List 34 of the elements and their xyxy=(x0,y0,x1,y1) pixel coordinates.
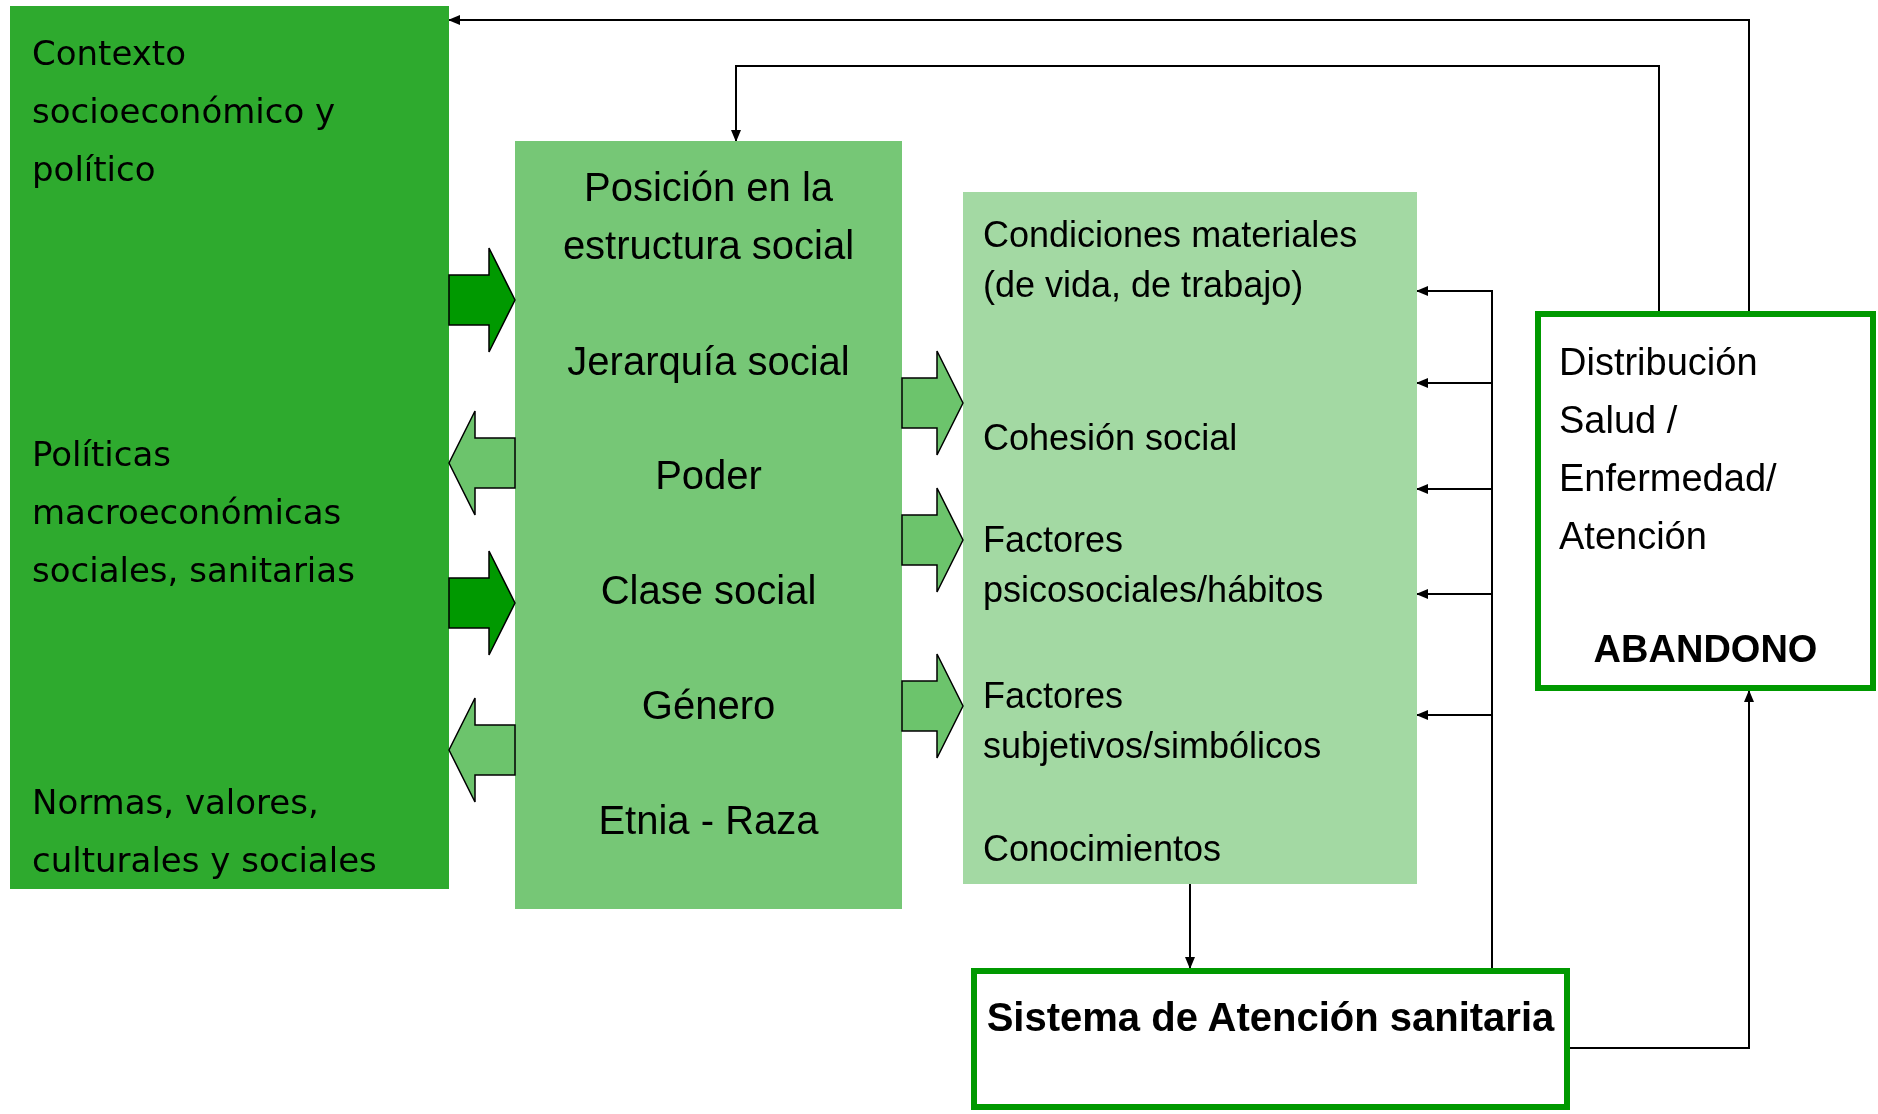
panel-text: Etnia - Raza xyxy=(597,797,820,844)
block-arrow xyxy=(448,410,516,516)
panel-heading: Contexto socioeconómico y político xyxy=(32,32,337,191)
panel-heading: Distribución Salud / Enfermedad/ Atención xyxy=(1559,340,1778,559)
block-arrow xyxy=(901,350,964,456)
panel-text: Factores subjetivos/simbólicos xyxy=(983,674,1323,768)
block-arrow xyxy=(448,697,516,803)
panel-text: Poder xyxy=(654,452,763,499)
panel-text: Factores psicosociales/hábitos xyxy=(983,518,1325,612)
intermediate-factors-panel xyxy=(963,192,1417,884)
context-panel xyxy=(10,6,449,889)
block-arrow xyxy=(901,487,964,593)
panel-text: Conocimientos xyxy=(983,827,1223,871)
arrow xyxy=(448,15,1750,312)
social-structure-panel xyxy=(515,141,902,909)
block-arrow xyxy=(448,550,516,656)
panel-text: Normas, valores, culturales y sociales xyxy=(32,781,378,882)
panel-text: Políticas macroeconómicas sociales, sanitarias xyxy=(32,433,356,592)
health-system-box xyxy=(971,968,1570,1110)
block-arrow xyxy=(448,247,516,353)
arrow xyxy=(1185,883,1195,969)
panel-text: ABANDONO xyxy=(1592,627,1819,672)
panel-text: Cohesión social xyxy=(983,416,1239,460)
block-arrow xyxy=(901,653,964,759)
panel-heading: Condiciones materiales (de vida, de trabajo) xyxy=(983,213,1359,307)
arrow xyxy=(731,65,1660,312)
panel-text: Jerarquía social xyxy=(566,338,851,385)
panel-heading: Posición en la estructura social xyxy=(561,164,856,269)
arrow xyxy=(1416,710,1493,969)
panel-text: Clase social xyxy=(599,567,818,614)
arrow xyxy=(1569,690,1754,1049)
panel-text: Género xyxy=(640,682,777,729)
outcome-box xyxy=(1535,311,1876,691)
panel-heading: Sistema de Atención sanitaria xyxy=(985,994,1556,1041)
